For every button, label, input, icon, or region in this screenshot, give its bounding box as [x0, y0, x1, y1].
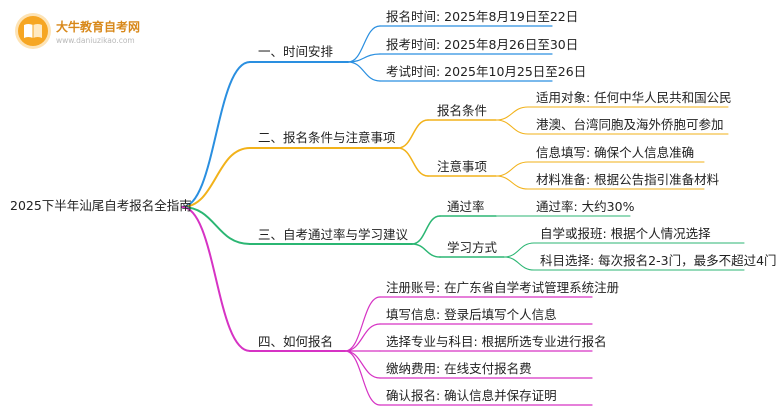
- leaf-item: 材料准备: 根据公告指引准备材料: [536, 172, 720, 187]
- root-node: 2025下半年汕尾自考报名全指南: [10, 198, 192, 213]
- pass-sub-connector: [411, 243, 441, 258]
- logo-url: www.daniuzikao.com: [56, 36, 135, 45]
- book-icon: [18, 16, 48, 46]
- conditions-sub-connector: [397, 147, 429, 177]
- pass-sub-connector: [411, 215, 441, 245]
- root-to-howto: [181, 206, 251, 352]
- root-to-pass: [181, 206, 251, 245]
- site-logo: 大牛教育自考网 www.daniuzikao.com: [12, 14, 162, 54]
- pass-leaf-connector: [503, 256, 535, 271]
- howto-leaf-connector: [344, 323, 381, 352]
- sub-pass-rate: 通过率: [447, 199, 485, 214]
- howto-item: 缴纳费用: 在线支付报名费: [386, 361, 532, 376]
- howto-item: 选择专业与科目: 根据所选专业进行报名: [386, 334, 607, 349]
- howto-item: 填写信息: 登录后填写个人信息: [386, 307, 557, 322]
- howto-leaf-connector: [344, 296, 381, 352]
- time-leaf-connector: [347, 61, 381, 82]
- leaf-item: 港澳、台湾同胞及海外侨胞可参加: [536, 117, 724, 132]
- sub-notes: 注意事项: [437, 159, 488, 174]
- branch-howto: 四、如何报名: [258, 334, 334, 349]
- howto-item: 注册账号: 在广东省自学考试管理系统注册: [386, 280, 620, 295]
- sub-registration-conditions: 报名条件: [437, 103, 488, 118]
- conditions-leaf-connector: [495, 175, 529, 190]
- leaf-item: 适用对象: 任何中华人民共和国公民: [536, 90, 732, 105]
- sub-study-method: 学习方式: [447, 240, 498, 255]
- howto-leaf-connector: [344, 350, 381, 379]
- conditions-sub-connector: [397, 119, 429, 149]
- leaf-item: 信息填写: 确保个人信息准确: [536, 145, 695, 160]
- root-to-conditions: [181, 147, 251, 208]
- time-item: 报考时间: 2025年8月26日至30日: [386, 37, 579, 52]
- mindmap-links: [181, 25, 745, 406]
- time-item: 报名时间: 2025年8月19日至22日: [386, 9, 579, 24]
- leaf-item: 通过率: 大约30%: [536, 199, 635, 214]
- leaf-item: 科目选择: 每次报名2-3门，最多不超过4门: [540, 253, 777, 268]
- time-item: 考试时间: 2025年10月25日至26日: [386, 64, 587, 79]
- howto-item: 确认报名: 确认信息并保存证明: [386, 388, 557, 403]
- conditions-leaf-connector: [495, 161, 529, 177]
- root-to-time: [181, 61, 251, 208]
- branch-pass: 三、自考通过率与学习建议: [258, 227, 409, 242]
- time-leaf-connector: [347, 25, 381, 63]
- conditions-leaf-connector: [495, 119, 529, 135]
- branch-conditions: 二、报名条件与注意事项: [258, 130, 396, 145]
- logo-name: 大牛教育自考网: [56, 20, 141, 34]
- leaf-item: 自学或报班: 根据个人情况选择: [540, 226, 711, 241]
- pass-leaf-connector: [503, 242, 535, 258]
- howto-leaf-connector: [344, 350, 381, 406]
- conditions-leaf-connector: [495, 106, 529, 121]
- branch-time: 一、时间安排: [258, 44, 334, 59]
